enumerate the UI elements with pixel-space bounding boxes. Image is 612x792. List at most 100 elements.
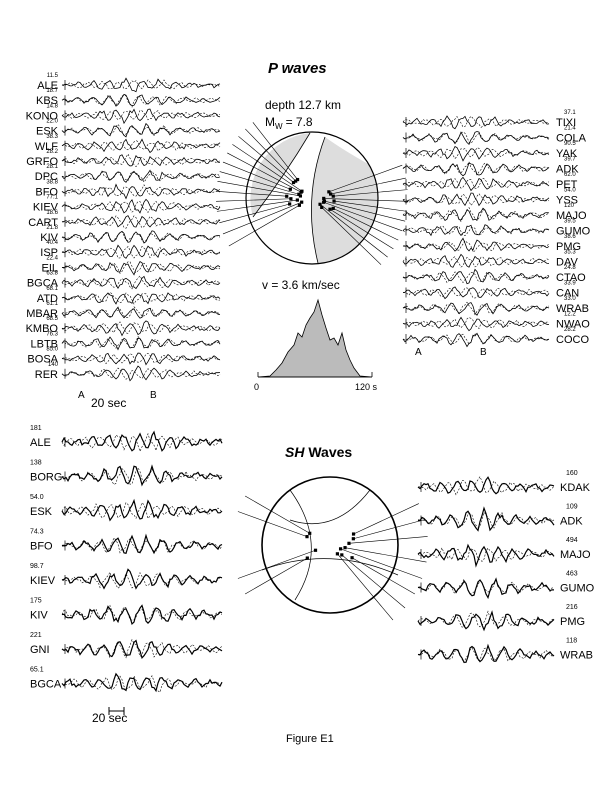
station-ray xyxy=(222,201,302,235)
synthetic-trace xyxy=(61,94,221,108)
p-right-seismograms: 37.1TIXI21.4COLA90.5YAK39.7ADK62.0PET54.… xyxy=(402,110,591,348)
station-ray xyxy=(351,557,416,595)
station-code: DAV xyxy=(556,257,578,269)
station-azimuth: 77.1 xyxy=(46,195,58,201)
station-azimuth: 14.8 xyxy=(46,103,58,109)
synthetic-trace xyxy=(61,537,223,554)
synthetic-trace xyxy=(402,240,550,253)
figure-caption: Figure E1 xyxy=(286,733,334,745)
observed-trace xyxy=(61,122,221,138)
station-ray xyxy=(237,511,308,537)
sh-left-seismograms: 181ALE138BORG54.0ESK74.3BFO98.7KIEV175KI… xyxy=(30,425,223,693)
mw-label: MW= 7.8 xyxy=(265,115,313,131)
synthetic-trace xyxy=(61,153,221,168)
station-azimuth: 12.2 xyxy=(564,312,576,318)
station-code: PMG xyxy=(560,616,585,628)
station-point xyxy=(305,556,309,560)
station-code: KIV xyxy=(30,610,48,622)
station-ray xyxy=(222,161,291,190)
synthetic-trace xyxy=(417,578,554,595)
observed-trace xyxy=(402,332,550,348)
station-code: BFO xyxy=(35,186,58,198)
synthetic-trace xyxy=(61,200,221,213)
station-code: TIXI xyxy=(556,117,576,129)
station-point xyxy=(343,546,347,550)
synthetic-trace xyxy=(402,256,550,268)
observed-trace xyxy=(61,138,221,154)
station-point xyxy=(351,532,356,536)
synthetic-trace xyxy=(61,467,223,486)
station-ray xyxy=(348,536,428,544)
station-point xyxy=(300,200,304,204)
station-code: KIEV xyxy=(33,202,59,214)
station-code: BOSA xyxy=(27,354,58,366)
station-point xyxy=(328,207,332,211)
station-point xyxy=(335,552,340,556)
observed-trace xyxy=(417,543,555,568)
observed-trace xyxy=(61,639,223,659)
station-azimuth: 63.8 xyxy=(46,271,58,277)
station-azimuth: 216 xyxy=(566,604,578,611)
observed-trace xyxy=(417,506,555,532)
station-azimuth: 18.6 xyxy=(46,210,58,216)
p-focal-mechanism xyxy=(216,122,408,265)
synthetic-trace xyxy=(61,184,221,197)
observed-trace xyxy=(61,365,221,382)
station-azimuth: 138 xyxy=(30,460,42,467)
station-code: KIV xyxy=(40,232,58,244)
synthetic-trace xyxy=(402,225,550,237)
station-azimuth: 37.1 xyxy=(564,110,576,116)
depth-label: depth 12.7 km xyxy=(265,98,341,112)
synthetic-trace xyxy=(417,475,555,496)
synthetic-trace xyxy=(61,109,221,121)
station-azimuth: 38.8 xyxy=(46,179,58,185)
station-point xyxy=(295,198,299,202)
station-ray xyxy=(323,201,403,232)
observed-trace xyxy=(402,224,550,237)
station-ray xyxy=(238,136,294,183)
station-azimuth: 181 xyxy=(30,425,42,432)
station-code: WRAB xyxy=(556,303,589,315)
station-ray xyxy=(333,208,399,241)
station-point xyxy=(300,189,304,193)
station-ray xyxy=(337,553,394,621)
station-ray xyxy=(334,200,408,212)
station-code: ESK xyxy=(30,506,53,518)
station-ray xyxy=(341,554,406,609)
station-ray xyxy=(219,171,299,195)
observed-trace xyxy=(61,154,221,167)
synthetic-trace xyxy=(61,335,221,349)
station-azimuth: 65.1 xyxy=(30,667,44,674)
station-azimuth: 98.7 xyxy=(30,563,44,570)
observed-trace xyxy=(61,244,221,259)
station-point xyxy=(347,541,351,545)
synthetic-trace xyxy=(402,271,549,284)
station-ray xyxy=(353,519,425,540)
station-azimuth: 28.2 xyxy=(46,149,58,155)
station-azimuth: 62.0 xyxy=(564,172,576,178)
p-left-marker-a: A xyxy=(78,390,85,401)
synthetic-trace xyxy=(61,123,221,137)
